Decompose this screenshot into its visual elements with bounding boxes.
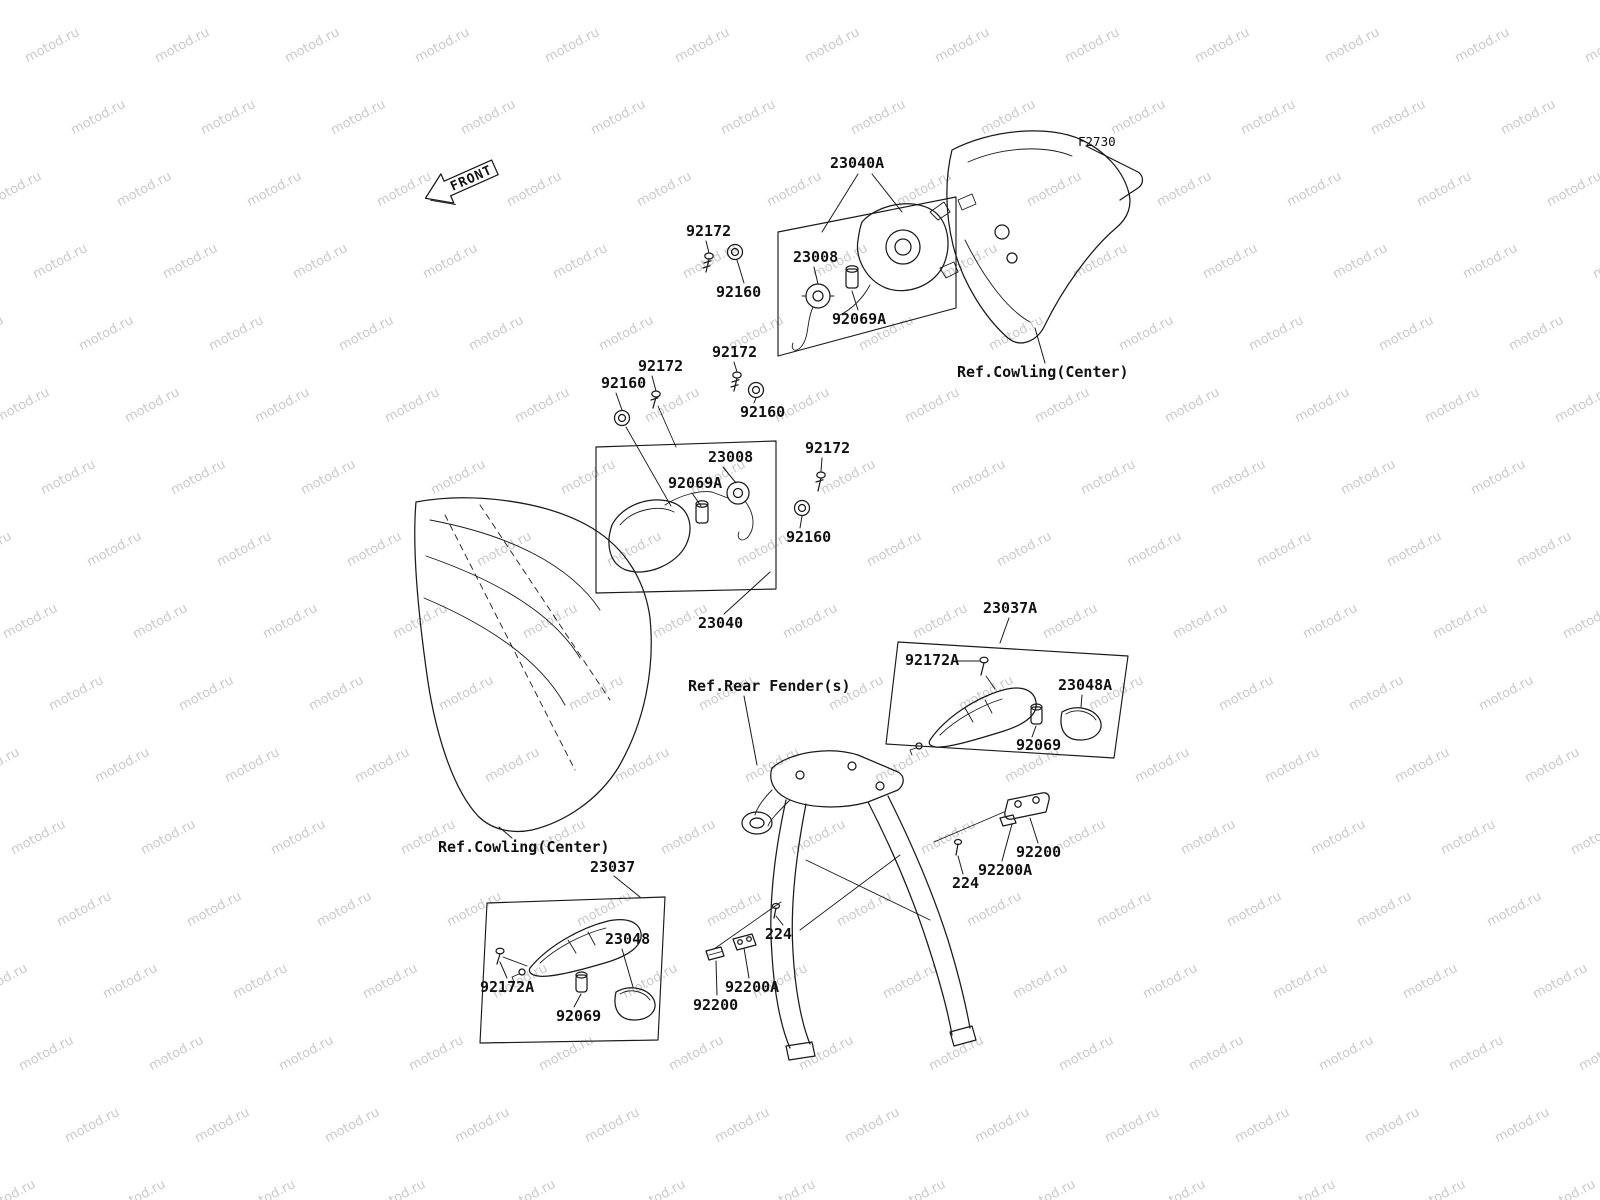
part-label-23008-1: 23008 [793, 248, 838, 266]
detail-box-upper [777, 196, 957, 357]
construction-lines [502, 405, 1005, 967]
part-label-92069-2: 92069 [556, 1007, 601, 1025]
detail-box-front-signal [595, 440, 777, 594]
rear-turn-signal-b [511, 919, 642, 983]
part-label-224-1: 224 [952, 874, 979, 892]
screw-224-1 [953, 838, 963, 856]
grommet-92160-3 [613, 409, 631, 427]
part-label-ref-cowling-1: Ref.Cowling(Center) [957, 363, 1129, 381]
part-label-92172-4: 92172 [805, 439, 850, 457]
screw-92172A-2 [495, 947, 505, 965]
damper-92200A-2 [705, 946, 725, 961]
bulb-92069-2 [575, 971, 588, 993]
detail-box-rear-signal-a [885, 641, 1129, 759]
part-label-92200A-2: 92200A [725, 978, 779, 996]
part-label-ref-cowling-2: Ref.Cowling(Center) [438, 838, 610, 856]
screw-92172A-1 [979, 656, 989, 676]
part-label-92172-1: 92172 [686, 222, 731, 240]
front-arrow: FRONT [424, 159, 499, 205]
socket-23008-1 [791, 283, 835, 351]
leader-lines [498, 173, 1083, 1008]
part-label-92160-3: 92160 [601, 374, 646, 392]
part-label-92160-4: 92160 [786, 528, 831, 546]
screw-92172-1 [702, 252, 714, 273]
grommet-92160-2 [747, 381, 765, 399]
screw-92172-2 [730, 371, 742, 392]
part-label-23037: 23037 [590, 858, 635, 876]
part-label-23040A: 23040A [830, 154, 884, 172]
part-label-92069-1: 92069 [1016, 736, 1061, 754]
part-label-23048: 23048 [605, 930, 650, 948]
headlamp-assembly [839, 201, 959, 316]
part-label-92172A-1: 92172A [905, 651, 959, 669]
grommet-92160-1 [726, 243, 744, 261]
front-arrow-label: FRONT [448, 163, 494, 195]
part-label-92160-2: 92160 [740, 403, 785, 421]
cowling-center-left [414, 497, 652, 833]
part-label-92172-3: 92172 [638, 357, 683, 375]
part-label-92069A-2: 92069A [668, 474, 722, 492]
bracket-92200-2 [732, 933, 757, 951]
part-label-ref-rear-fender: Ref.Rear Fender(s) [688, 677, 851, 695]
damper-92200A-1 [999, 814, 1017, 827]
rear-fender-stay [741, 750, 977, 1061]
screw-224-2 [771, 902, 781, 919]
bulb-92069A-1 [845, 265, 859, 289]
bulb-92069-1 [1030, 703, 1043, 725]
grommet-92160-4 [793, 499, 811, 517]
bracket-92200-1 [1004, 792, 1050, 820]
screw-92172-3 [650, 390, 661, 409]
part-label-92069A-1: 92069A [832, 310, 886, 328]
part-label-224-2: 224 [765, 925, 792, 943]
front-turn-signal-assembly [608, 481, 754, 573]
part-label-23040: 23040 [698, 614, 743, 632]
part-label-92200-2: 92200 [693, 996, 738, 1014]
detail-box-rear-signal-b [479, 896, 666, 1044]
part-label-23048A: 23048A [1058, 676, 1112, 694]
part-label-23037A: 23037A [983, 599, 1037, 617]
part-label-92200-1: 92200 [1016, 843, 1061, 861]
lens-23048 [614, 987, 656, 1021]
part-label-f2730: F2730 [1078, 134, 1116, 149]
lens-23048A [1060, 707, 1102, 741]
cowling-center-top [946, 130, 1144, 344]
part-labels: F273023040A92172921602300892069A92172921… [438, 134, 1129, 1025]
screw-92172-4 [815, 471, 826, 492]
part-label-92172A-2: 92172A [480, 978, 534, 996]
part-label-92172-2: 92172 [712, 343, 757, 361]
part-label-92160-1: 92160 [716, 283, 761, 301]
part-label-23008-2: 23008 [708, 448, 753, 466]
part-label-92200A-1: 92200A [978, 861, 1032, 879]
